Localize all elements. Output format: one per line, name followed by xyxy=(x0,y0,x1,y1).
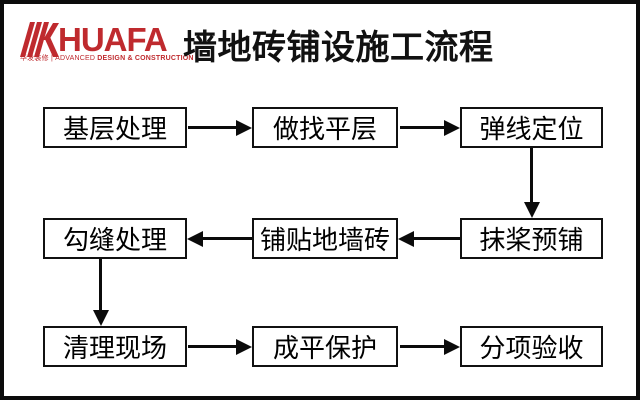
huafa-k-logo-icon xyxy=(20,22,59,57)
arrow-down-icon xyxy=(523,148,540,218)
page-title: 墙地砖铺设施工流程 xyxy=(183,29,494,67)
tagline-en-bold: DESIGN & CONSTRUCTION xyxy=(97,55,194,62)
flow-node-leveling-layer: 做找平层 xyxy=(252,107,398,148)
tagline-cn: 华发装修 xyxy=(20,55,49,62)
flow-node-apply-mortar-prelay: 抹桨预铺 xyxy=(460,218,603,259)
flow-node-item-acceptance: 分项验收 xyxy=(460,326,603,367)
flow-node-base-treatment: 基层处理 xyxy=(43,107,187,148)
arrow-right-icon xyxy=(400,119,460,136)
arrow-left-icon xyxy=(187,230,252,247)
flow-node-finished-surface-protection: 成平保护 xyxy=(252,326,398,367)
arrow-down-icon xyxy=(92,259,109,326)
flow-node-lay-wall-floor-tiles: 铺贴地墙砖 xyxy=(252,218,398,259)
tagline-en-regular: ADVANCED xyxy=(55,55,96,62)
arrow-left-icon xyxy=(398,230,460,247)
brand-tagline: 华发装修 | ADVANCED DESIGN & CONSTRUCTION xyxy=(20,54,193,63)
flow-node-snap-line-positioning: 弹线定位 xyxy=(460,107,603,148)
flow-node-jointing-treatment: 勾缝处理 xyxy=(43,218,187,259)
brand-name: HUAFA xyxy=(58,21,168,58)
tagline-divider: | xyxy=(50,55,53,62)
flow-node-site-cleanup: 清理现场 xyxy=(43,326,187,367)
arrow-right-icon xyxy=(188,119,252,136)
arrow-right-icon xyxy=(188,338,252,355)
arrow-right-icon xyxy=(400,338,460,355)
